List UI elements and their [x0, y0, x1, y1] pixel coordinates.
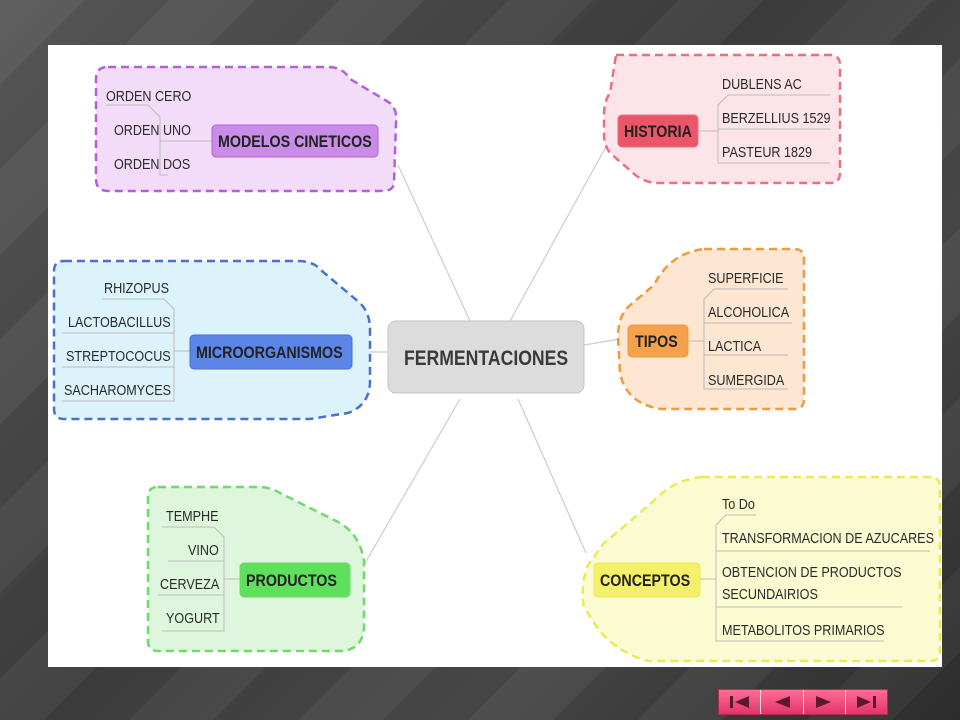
connector-historia [509, 142, 609, 322]
leaf-streptococus: STREPTOCOCUS [66, 347, 171, 364]
leaf-orden-dos: ORDEN DOS [114, 155, 190, 172]
last-icon [857, 696, 877, 708]
leaf-metabolitos: METABOLITOS PRIMARIOS [722, 621, 885, 638]
node-label-productos: PRODUCTOS [246, 572, 337, 590]
prev-icon [774, 696, 790, 708]
leaf-alcoholica: ALCOHOLICA [708, 303, 790, 320]
group-micro: MICROORGANISMOS RHIZOPUS LACTOBACILLUS S… [52, 259, 372, 421]
node-historia[interactable] [617, 114, 699, 148]
connector-productos [363, 398, 461, 566]
prev-slide-button[interactable] [761, 690, 804, 714]
connector-modelos [397, 164, 471, 322]
group-productos: PRODUCTOS TEMPHE VINO CERVEZA YOGURT [146, 485, 366, 653]
leaf-lines-micro [62, 298, 190, 402]
connector-tipos [583, 338, 621, 346]
leaf-secundairios: SECUNDAIRIOS [722, 585, 818, 602]
mind-map: MODELOS CINETICOS ORDEN CERO ORDEN UNO O… [52, 53, 942, 663]
node-label-micro: MICROORGANISMOS [196, 344, 343, 362]
node-productos[interactable] [239, 562, 351, 598]
node-modelos-cineticos[interactable] [211, 124, 379, 158]
node-microorganismos[interactable] [189, 334, 353, 370]
leaf-orden-uno: ORDEN UNO [114, 121, 191, 138]
group-shape-conceptos [581, 475, 942, 663]
leaf-transformacion: TRANSFORMACION DE AZUCARES [722, 529, 934, 546]
leaf-lines-productos [158, 526, 240, 632]
leaf-cerveza: CERVEZA [160, 575, 220, 592]
leaf-temphe: TEMPHE [166, 507, 218, 524]
slide-canvas: MODELOS CINETICOS ORDEN CERO ORDEN UNO O… [48, 45, 942, 667]
group-conceptos: CONCEPTOS To Do TRANSFORMACION DE AZUCAR… [581, 475, 942, 663]
leaf-yogurt: YOGURT [166, 609, 220, 626]
leaf-berzellius: BERZELLIUS 1529 [722, 109, 831, 126]
leaf-superficie: SUPERFICIE [708, 269, 784, 286]
leaf-lines-historia [698, 94, 830, 164]
node-conceptos[interactable] [593, 562, 701, 598]
leaf-rhizopus: RHIZOPUS [104, 279, 169, 296]
node-label-tipos: TIPOS [635, 333, 678, 351]
group-tipos: TIPOS SUPERFICIE ALCOHOLICA LACTICA SUME… [616, 247, 806, 411]
node-label-modelos: MODELOS CINETICOS [218, 133, 372, 151]
node-tipos[interactable] [627, 324, 689, 358]
node-label-historia: HISTORIA [624, 123, 692, 141]
leaf-vino: VINO [188, 541, 219, 558]
first-icon [729, 696, 749, 708]
first-slide-button[interactable] [719, 690, 762, 714]
leaf-lines-conceptos [700, 514, 930, 642]
leaf-obtencion: OBTENCION DE PRODUCTOS [722, 563, 902, 580]
leaf-lactica: LACTICA [708, 337, 762, 354]
node-label-conceptos: CONCEPTOS [600, 572, 690, 590]
central-label: FERMENTACIONES [404, 347, 568, 371]
last-slide-button[interactable] [845, 690, 887, 714]
leaf-lactobacillus: LACTOBACILLUS [68, 313, 171, 330]
group-modelos: MODELOS CINETICOS ORDEN CERO ORDEN UNO O… [94, 65, 398, 193]
leaf-sacharomyces: SACHAROMYCES [64, 381, 171, 398]
leaf-to-do: To Do [722, 495, 755, 512]
leaf-pasteur: PASTEUR 1829 [722, 143, 812, 160]
slide-navigation [718, 689, 888, 715]
connector-conceptos [517, 398, 587, 554]
leaf-dublens: DUBLENS AC [722, 75, 802, 92]
leaf-sumergida: SUMERGIDA [708, 371, 785, 388]
next-slide-button[interactable] [803, 690, 846, 714]
leaf-orden-cero: ORDEN CERO [106, 87, 192, 104]
leaf-lines-modelos [106, 104, 168, 176]
next-icon [816, 696, 832, 708]
leaf-lines-tipos [688, 288, 792, 390]
central-node[interactable] [387, 320, 585, 394]
group-historia: HISTORIA DUBLENS AC BERZELLIUS 1529 PAST… [602, 53, 842, 185]
group-shape-historia [602, 53, 842, 185]
